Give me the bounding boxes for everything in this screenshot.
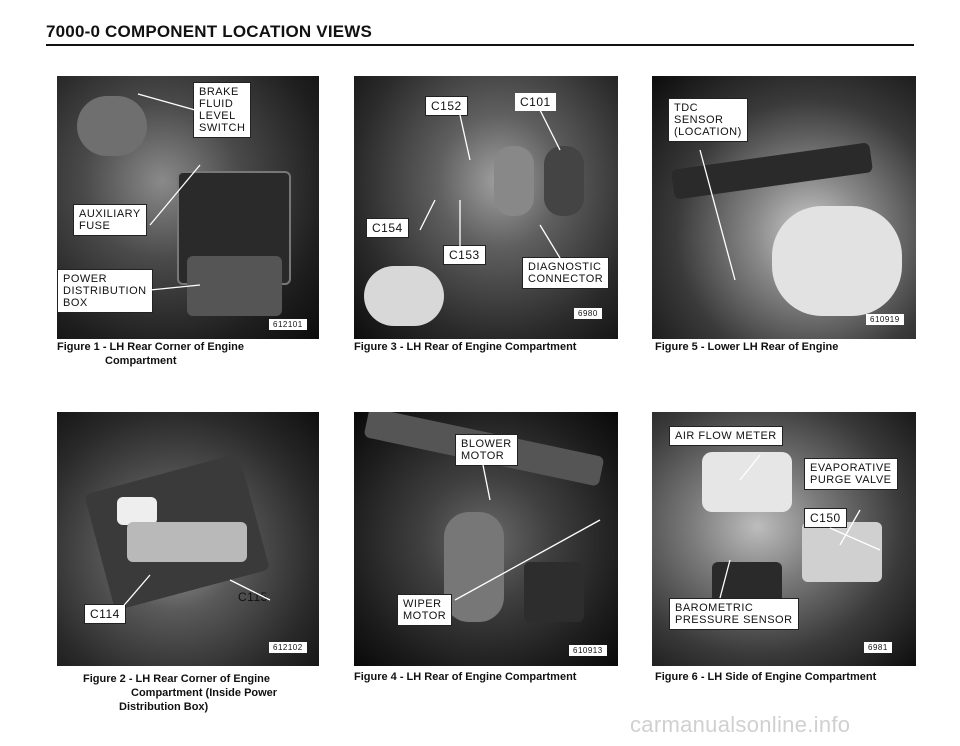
figure-3-caption: Figure 3 - LH Rear of Engine Compartment (354, 340, 576, 354)
label-barometric-pressure-sensor: BAROMETRIC PRESSURE SENSOR (669, 598, 799, 630)
caption-line: Figure 6 - LH Side of Engine Compartment (655, 671, 877, 683)
figure-1-photo: BRAKE FLUID LEVEL SWITCH AUXILIARY FUSE … (57, 76, 319, 339)
label-c115: C115 (238, 590, 268, 604)
label-c101: C101 (515, 93, 556, 111)
caption-line: Compartment (105, 355, 177, 367)
caption-line: Figure 5 - Lower LH Rear of Engine (655, 341, 839, 353)
label-c150: C150 (804, 508, 847, 528)
figure-6-caption: Figure 6 - LH Side of Engine Compartment (655, 670, 876, 684)
photo-number: 610913 (569, 645, 607, 656)
figure-5-photo: TDC SENSOR (LOCATION) 610919 (652, 76, 916, 339)
figure-2-photo: C115 C114 612102 (57, 412, 319, 666)
figure-2-caption: Figure 2 - LH Rear Corner of Engine Comp… (83, 672, 277, 714)
caption-line: Figure 1 - LH Rear Corner of Engine (57, 341, 245, 353)
figure-4-caption: Figure 4 - LH Rear of Engine Compartment (354, 670, 576, 684)
photo-number: 6981 (864, 642, 892, 653)
label-c154: C154 (366, 218, 409, 238)
photo-number: 612101 (269, 319, 307, 330)
label-power-distribution-box: POWER DISTRIBUTION BOX (57, 269, 153, 313)
page-title: 7000-0 COMPONENT LOCATION VIEWS (46, 22, 373, 41)
caption-line: Distribution Box) (119, 701, 209, 713)
figure-5-caption: Figure 5 - Lower LH Rear of Engine (655, 340, 838, 354)
title-rule (46, 44, 914, 46)
label-air-flow-meter: AIR FLOW METER (669, 426, 783, 446)
label-c153: C153 (443, 245, 486, 265)
figure-4-photo: BLOWER MOTOR WIPER MOTOR 610913 (354, 412, 618, 666)
label-diagnostic-connector: DIAGNOSTIC CONNECTOR (522, 257, 610, 289)
label-c114: C114 (84, 604, 126, 624)
label-c152: C152 (425, 96, 468, 116)
figure-1-caption: Figure 1 - LH Rear Corner of Engine Comp… (57, 340, 244, 368)
figure-3-photo: C152 C101 C154 C153 DIAGNOSTIC CONNECTOR… (354, 76, 618, 339)
watermark: carmanualsonline.info (630, 712, 851, 737)
caption-line: Figure 4 - LH Rear of Engine Compartment (354, 671, 577, 683)
label-wiper-motor: WIPER MOTOR (397, 594, 453, 626)
caption-line: Compartment (Inside Power (131, 687, 278, 699)
photo-number: 6980 (574, 308, 602, 319)
figure-6-photo: AIR FLOW METER EVAPORATIVE PURGE VALVE C… (652, 412, 916, 666)
label-evaporative-purge-valve: EVAPORATIVE PURGE VALVE (804, 458, 898, 490)
label-tdc-sensor: TDC SENSOR (LOCATION) (668, 98, 748, 142)
photo-number: 612102 (269, 642, 307, 653)
label-auxiliary-fuse: AUXILIARY FUSE (73, 204, 147, 236)
label-blower-motor: BLOWER MOTOR (455, 434, 518, 466)
caption-line: Figure 3 - LH Rear of Engine Compartment (354, 341, 577, 353)
photo-number: 610919 (866, 314, 904, 325)
label-brake-fluid-level-switch: BRAKE FLUID LEVEL SWITCH (193, 82, 252, 138)
caption-line: Figure 2 - LH Rear Corner of Engine (83, 673, 271, 685)
